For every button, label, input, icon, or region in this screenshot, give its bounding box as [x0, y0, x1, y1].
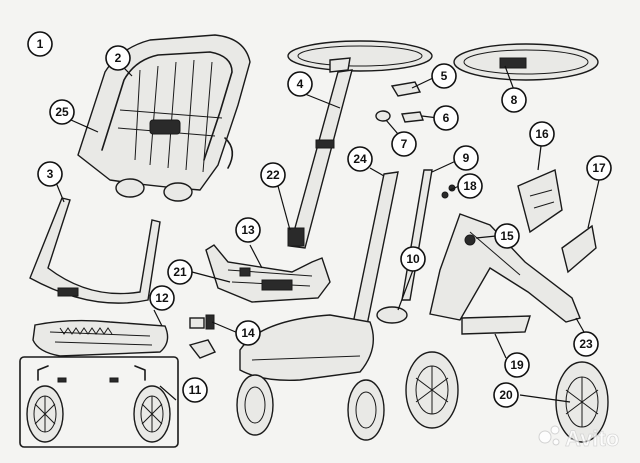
callout-7: 7 — [391, 131, 417, 157]
svg-text:10: 10 — [406, 252, 420, 266]
rear-wheels — [405, 351, 609, 443]
callout-9: 9 — [453, 145, 479, 171]
clip-parts — [188, 314, 217, 359]
svg-text:Avito: Avito — [565, 426, 619, 451]
callout-1: 1 — [27, 31, 53, 57]
seat-unit — [77, 34, 251, 202]
svg-text:21: 21 — [173, 265, 187, 279]
svg-text:14: 14 — [241, 326, 255, 340]
svg-text:6: 6 — [443, 111, 450, 125]
callout-25: 25 — [49, 99, 75, 125]
svg-text:15: 15 — [500, 229, 514, 243]
rear-frame — [429, 213, 581, 335]
svg-text:9: 9 — [463, 151, 470, 165]
svg-text:7: 7 — [401, 137, 408, 151]
callout-19: 19 — [504, 352, 530, 378]
callout-20: 20 — [493, 382, 519, 408]
svg-text:12: 12 — [155, 291, 169, 305]
svg-text:4: 4 — [297, 77, 304, 91]
svg-text:11: 11 — [189, 383, 202, 397]
callout-5: 5 — [431, 63, 457, 89]
callout-17: 17 — [586, 155, 612, 181]
bumper-bar — [29, 197, 161, 304]
callout-21: 21 — [167, 259, 193, 285]
svg-text:25: 25 — [55, 105, 69, 119]
handle-grip — [453, 43, 599, 81]
svg-text:1: 1 — [37, 37, 44, 51]
callout-22: 22 — [260, 162, 286, 188]
svg-text:16: 16 — [535, 127, 549, 141]
svg-text:24: 24 — [353, 152, 367, 166]
avito-watermark: Avito — [538, 425, 620, 451]
svg-text:13: 13 — [241, 223, 255, 237]
svg-text:5: 5 — [441, 69, 448, 83]
svg-text:20: 20 — [499, 388, 513, 402]
callout-24: 24 — [347, 146, 373, 172]
svg-text:18: 18 — [463, 179, 477, 193]
brake-cover-16 — [517, 169, 563, 234]
svg-text:2: 2 — [115, 51, 122, 65]
seat-base-panel — [32, 319, 169, 357]
front-wheel-set — [19, 356, 179, 448]
pin-18 — [441, 184, 456, 199]
svg-text:3: 3 — [47, 167, 54, 181]
callout-16: 16 — [529, 121, 555, 147]
callout-10: 10 — [400, 246, 426, 272]
handlebar-assembly — [287, 40, 433, 249]
callout-12: 12 — [149, 285, 175, 311]
callout-3: 3 — [37, 161, 63, 187]
callout-15: 15 — [494, 223, 520, 249]
callout-13: 13 — [235, 217, 261, 243]
main-frame — [236, 169, 433, 441]
svg-text:19: 19 — [510, 358, 524, 372]
svg-text:23: 23 — [579, 337, 593, 351]
footrest-bracket — [205, 244, 331, 303]
callout-18: 18 — [457, 173, 483, 199]
small-hardware — [375, 81, 424, 123]
callout-8: 8 — [501, 87, 527, 113]
callout-2: 2 — [105, 45, 131, 71]
callout-4: 4 — [287, 71, 313, 97]
svg-text:17: 17 — [592, 161, 606, 175]
callout-6: 6 — [433, 105, 459, 131]
wheel-cap-17 — [561, 224, 597, 274]
svg-text:8: 8 — [511, 93, 518, 107]
svg-text:22: 22 — [266, 168, 280, 182]
callout-23: 23 — [573, 331, 599, 357]
callout-11: 11 — [182, 377, 208, 403]
callout-14: 14 — [235, 320, 261, 346]
